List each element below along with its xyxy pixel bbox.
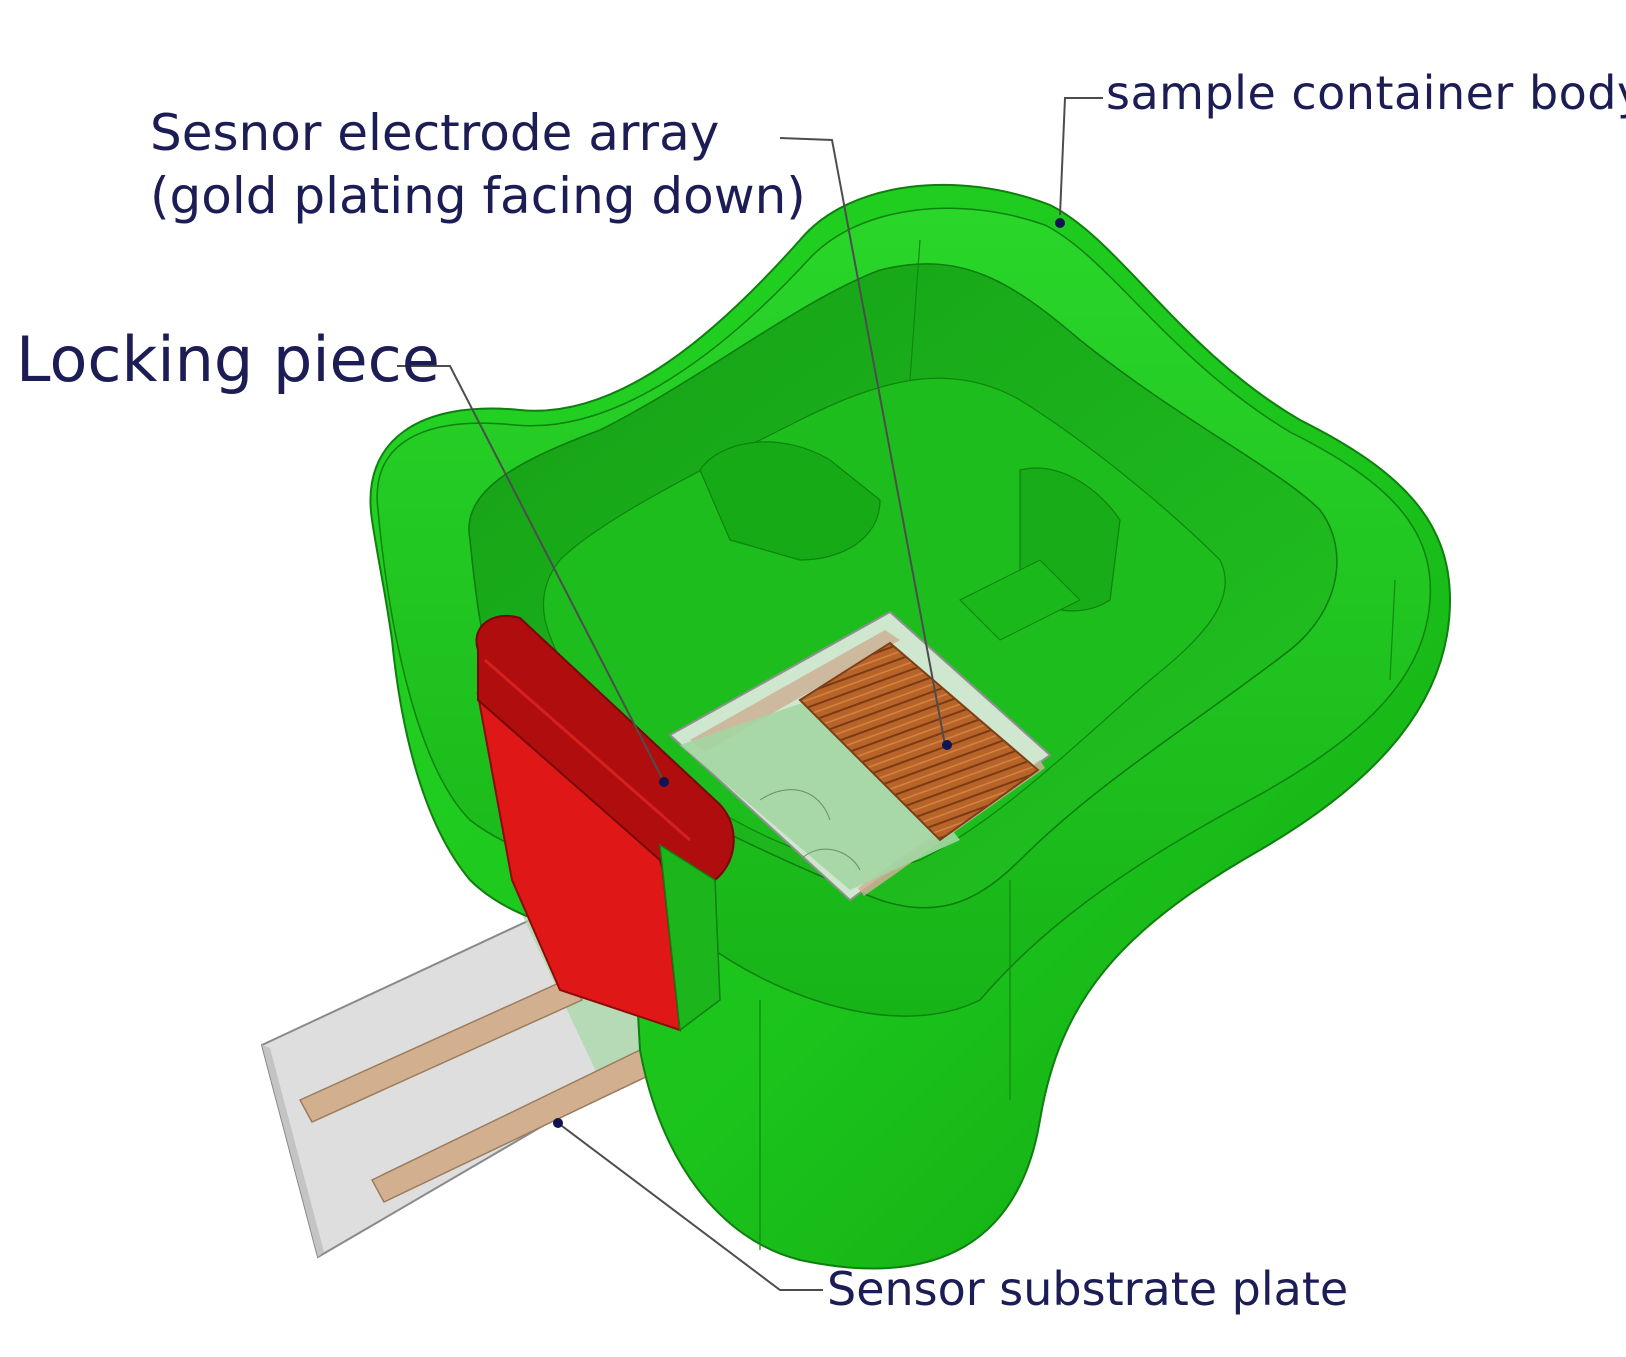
leader-dot-locking-piece (659, 777, 669, 787)
leader-dot-electrode-array (942, 740, 952, 750)
leader-line-container-body (1059, 97, 1103, 216)
label-electrode-array-line1: Sesnor electrode array (150, 104, 720, 162)
leader-line-electrode-array (779, 137, 946, 746)
label-electrode-array-line2: (gold plating facing down) (150, 167, 806, 225)
locking-piece (475, 614, 735, 1032)
leader-dot-container-body (1055, 218, 1065, 228)
label-locking-piece: Locking piece (16, 323, 440, 396)
label-sample-container-body: sample container body (1106, 66, 1626, 120)
leader-line-substrate-plate (557, 1122, 823, 1291)
leader-dots (553, 218, 1065, 1128)
label-sensor-substrate-plate: Sensor substrate plate (827, 1262, 1349, 1316)
sensor-electrode-array (798, 641, 1040, 842)
conductive-trace (298, 977, 584, 1123)
leader-line-locking-piece (397, 365, 665, 783)
leader-lines (397, 97, 1103, 1291)
leader-dot-substrate-plate (553, 1118, 563, 1128)
